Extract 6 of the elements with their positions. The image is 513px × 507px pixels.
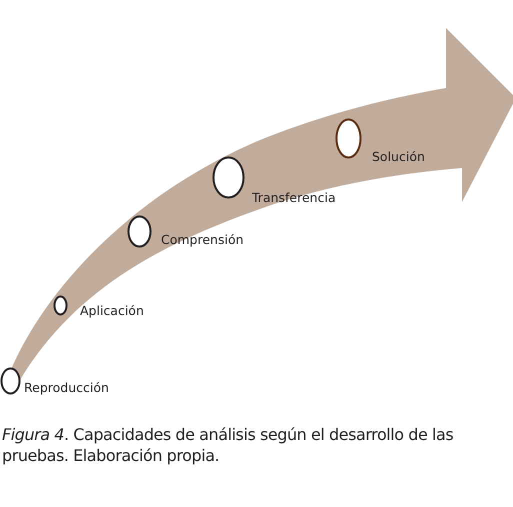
stage-label: Reproducción (24, 380, 109, 395)
stage-label: Aplicación (80, 303, 144, 318)
stage-label: Solución (372, 149, 425, 164)
stage-label: Comprensión (161, 232, 244, 247)
stage-label: Transferencia (252, 190, 336, 205)
figure-caption: Figura 4. Capacidades de análisis según el desarrollo de las pruebas. Elaboración propia. (2, 424, 454, 466)
